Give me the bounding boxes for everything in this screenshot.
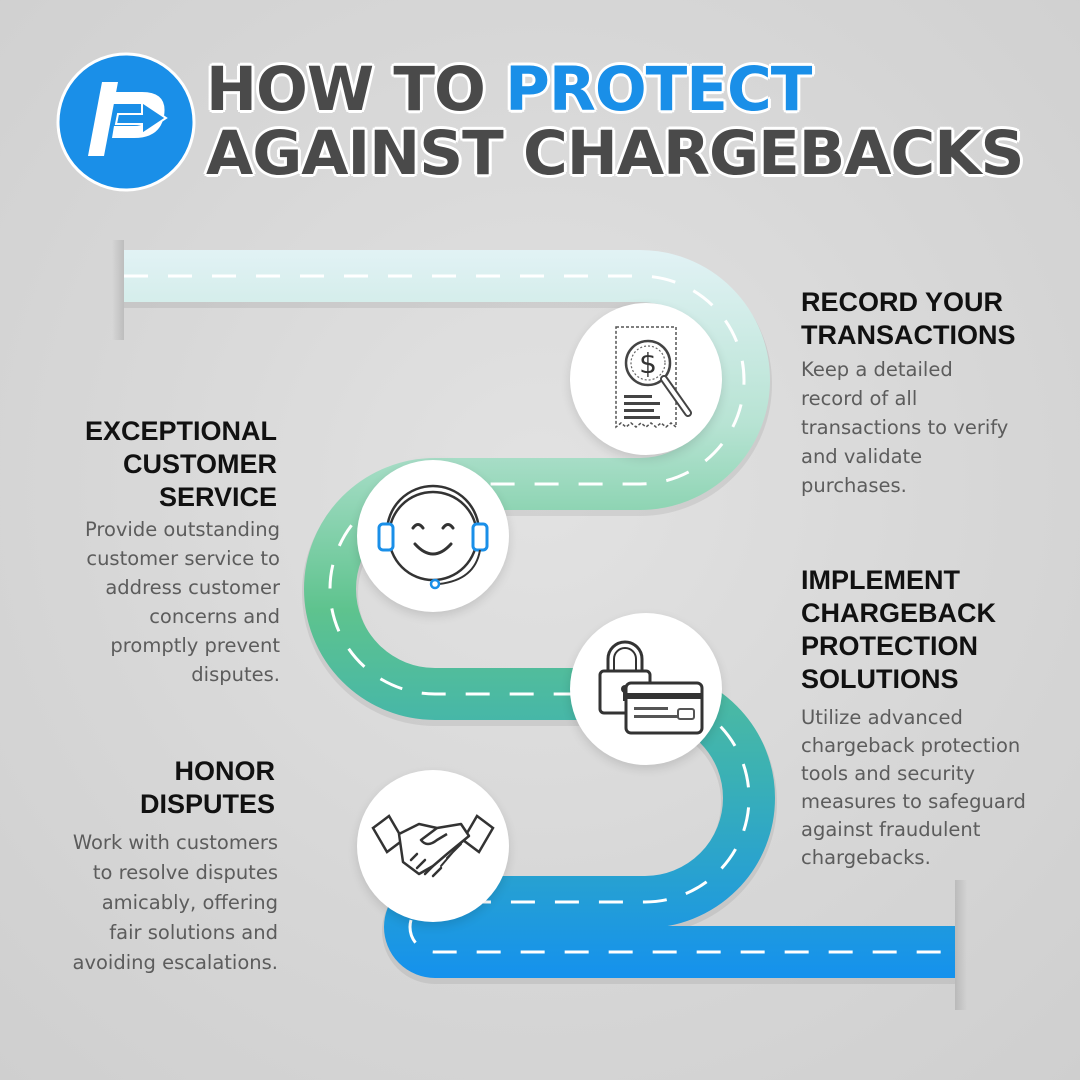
step-1-title-line: RECORD YOUR	[801, 287, 1004, 317]
step-4-desc-line: fair solutions and	[109, 921, 278, 944]
step-3-desc-line: against fraudulent	[801, 818, 981, 841]
step-3-title-line: SOLUTIONS	[801, 664, 959, 694]
step-1-title: RECORD YOUR TRANSACTIONS	[801, 286, 1016, 352]
logo-p-arrow-icon	[56, 52, 196, 192]
step-1-title-line: TRANSACTIONS	[801, 320, 1016, 350]
step-3-desc-line: chargeback protection	[801, 734, 1021, 757]
step-3-desc-line: chargebacks.	[801, 846, 931, 869]
step-4-title: HONOR DISPUTES	[40, 755, 275, 821]
step-2-desc-line: customer service to	[86, 547, 280, 570]
svg-text:$: $	[639, 347, 657, 380]
step-2-desc-line: concerns and	[149, 605, 280, 628]
step-1-desc-line: and validate	[801, 445, 923, 468]
step-4-desc-line: Work with customers	[72, 831, 278, 854]
step-4-desc-line: avoiding escalations.	[72, 951, 278, 974]
step-2-icon-circle	[357, 460, 509, 612]
step-2-title-line: SERVICE	[158, 482, 277, 512]
step-3-title-line: IMPLEMENT	[801, 565, 960, 595]
step-2-desc-line: address customer	[105, 576, 280, 599]
receipt-magnifier-icon: $	[615, 326, 692, 429]
step-3-title-line: PROTECTION	[801, 631, 979, 661]
page-title: HOW TO PROTECT AGAINST CHARGEBACKS	[206, 58, 1024, 189]
step-3-description: Utilize advanced chargeback protection t…	[801, 704, 1026, 872]
handshake-icon	[371, 814, 495, 878]
step-2-title-line: EXCEPTIONAL	[84, 416, 277, 446]
step-1-desc-line: Keep a detailed	[801, 358, 953, 381]
headset-smiley-icon	[377, 484, 489, 590]
step-3-desc-line: tools and security	[801, 762, 976, 785]
title-line-1: HOW TO PROTECT	[206, 58, 1023, 122]
step-2-desc-line: Provide outstanding	[84, 518, 280, 541]
step-4-desc-line: to resolve disputes	[92, 861, 278, 884]
step-3-desc-line: measures to safeguard	[801, 790, 1026, 813]
step-1-desc-line: record of all	[801, 387, 918, 410]
step-2-title-line: CUSTOMER	[122, 449, 277, 479]
step-4-desc-line: amicably, offering	[101, 891, 278, 914]
step-3-desc-line: Utilize advanced	[801, 706, 963, 729]
road-end-shadow	[955, 880, 967, 1010]
step-2-desc-line: promptly prevent	[110, 634, 280, 657]
step-3-title: IMPLEMENT CHARGEBACK PROTECTION SOLUTION…	[801, 564, 996, 696]
road-center-dashes	[124, 274, 955, 954]
title-line-2: AGAINST CHARGEBACKS	[206, 118, 1024, 189]
padlock-card-icon	[598, 640, 704, 735]
step-4-icon-circle	[357, 770, 509, 922]
step-4-title-line: HONOR	[174, 756, 276, 786]
step-1-description: Keep a detailed record of all transactio…	[801, 355, 1008, 500]
step-3-icon-circle	[570, 613, 722, 765]
step-4-description: Work with customers to resolve disputes …	[10, 828, 278, 978]
title-prefix: HOW TO	[206, 54, 506, 125]
step-1-desc-line: purchases.	[801, 474, 907, 497]
step-2-title: EXCEPTIONAL CUSTOMER SERVICE	[40, 415, 277, 514]
step-3-title-line: CHARGEBACK	[801, 598, 996, 628]
step-4-title-line: DISPUTES	[139, 789, 275, 819]
road-start-shadow	[112, 240, 124, 340]
step-1-desc-line: transactions to verify	[801, 416, 1009, 439]
step-2-desc-line: disputes.	[191, 663, 280, 686]
title-accent: PROTECT	[505, 54, 812, 125]
step-1-icon-circle: $	[570, 303, 722, 455]
step-2-description: Provide outstanding customer service to …	[20, 515, 280, 689]
